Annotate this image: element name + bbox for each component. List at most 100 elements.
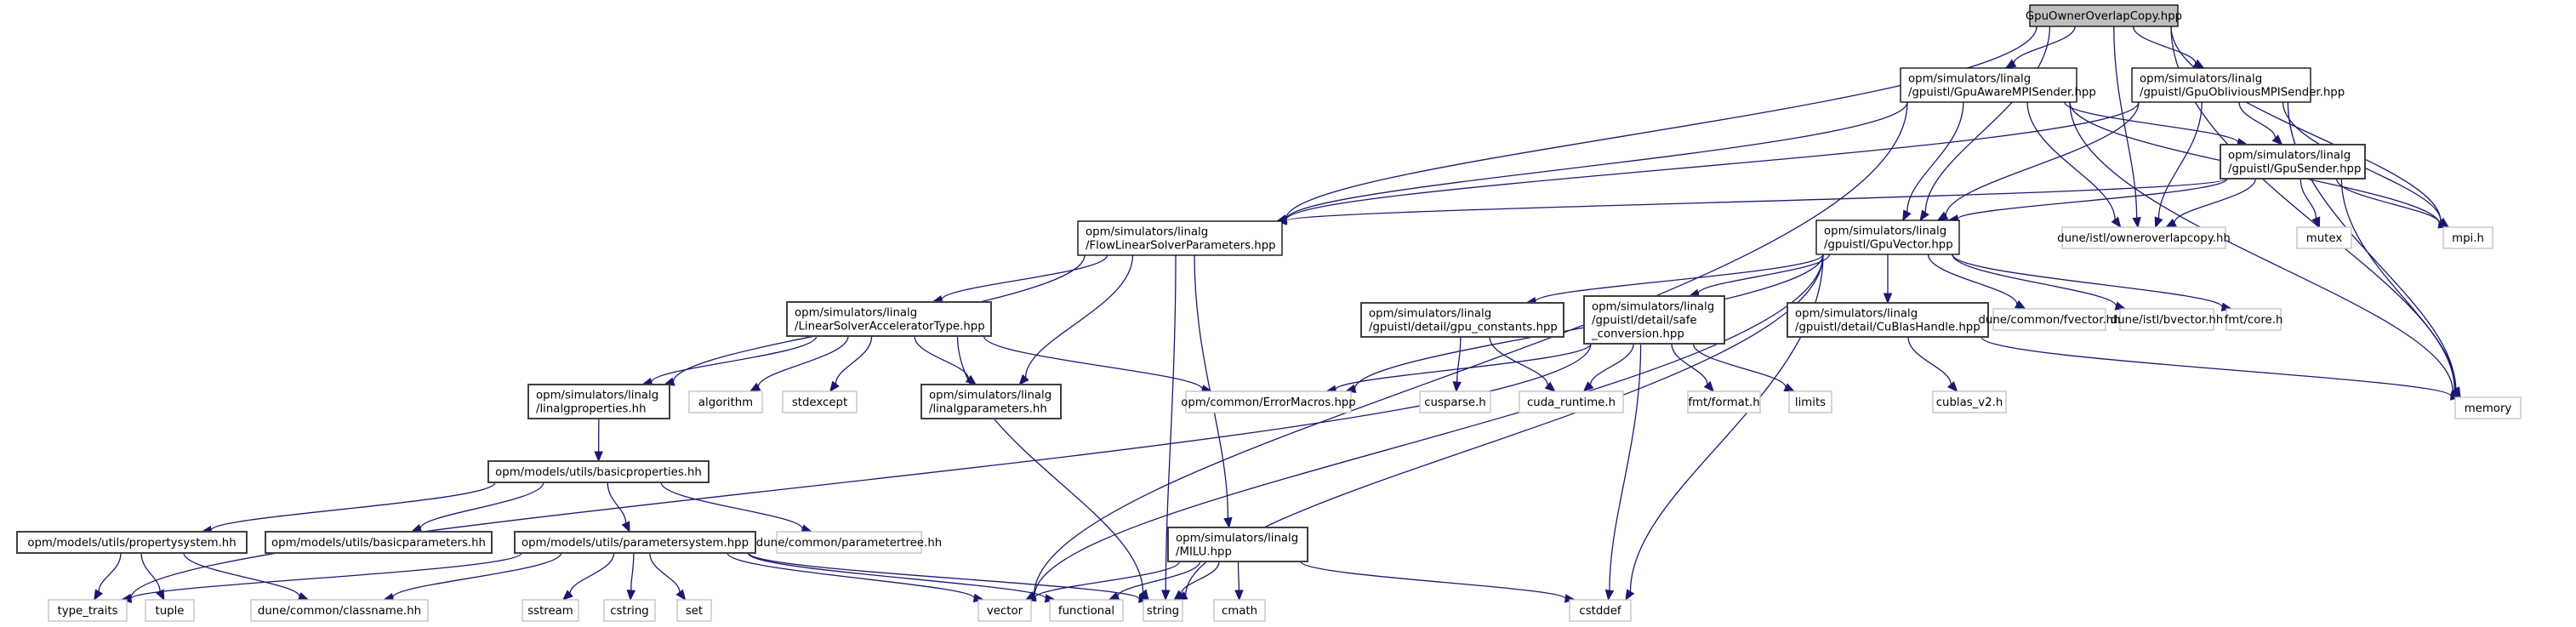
node-lsaccel[interactable]: opm/simulators/linalg/LinearSolverAccele… bbox=[786, 301, 992, 337]
node-oblivioussender[interactable]: opm/simulators/linalg/gpuistl/GpuOblivio… bbox=[2131, 67, 2345, 103]
node-box bbox=[2119, 308, 2214, 331]
node-box bbox=[977, 599, 1032, 622]
node-label: cstring bbox=[610, 605, 648, 618]
node-cudaruntime: cuda_runtime.h bbox=[1519, 390, 1624, 413]
edge-line bbox=[1980, 336, 2452, 397]
edge-line bbox=[2340, 178, 2457, 390]
node-label: /gpuistl/detail/safe bbox=[1592, 315, 1697, 328]
node-basicparams[interactable]: opm/models/utils/basicparameters.hh bbox=[265, 531, 493, 554]
node-awaresender[interactable]: opm/simulators/linalg/gpuistl/GpuAwareMP… bbox=[1900, 67, 2096, 103]
node-label: cublas_v2.h bbox=[1936, 396, 2003, 409]
node-paramtree: dune/common/parametertree.hh bbox=[756, 531, 942, 554]
node-label: dune/common/classname.hh bbox=[258, 605, 421, 618]
node-label: memory bbox=[2465, 402, 2512, 415]
edge-paramsystem-to-sstream bbox=[561, 552, 615, 601]
node-box bbox=[514, 531, 756, 554]
node-label: cusparse.h bbox=[1424, 396, 1485, 409]
edge-line bbox=[649, 552, 681, 593]
node-box bbox=[1419, 390, 1491, 413]
edge-line bbox=[1907, 336, 1952, 385]
arrowhead-icon bbox=[1161, 590, 1171, 601]
edge-line bbox=[1194, 254, 1229, 519]
node-label: sstream bbox=[527, 605, 573, 618]
edge-line bbox=[130, 552, 522, 600]
node-root[interactable]: GpuOwnerOverlapCopy.hpp bbox=[2026, 4, 2182, 27]
node-fvector: dune/common/fvector.hh bbox=[1978, 308, 2121, 331]
edge-line bbox=[1034, 254, 1824, 596]
node-flowlinear[interactable]: opm/simulators/linalg/FlowLinearSolverPa… bbox=[1077, 220, 1283, 256]
edge-milu-to-cstddef bbox=[1300, 561, 1576, 603]
node-propsystem[interactable]: opm/models/utils/propertysystem.hh bbox=[16, 531, 248, 554]
edge-line bbox=[630, 552, 635, 591]
node-box bbox=[1932, 390, 2007, 413]
edge-lsaccel-to-stdexcept bbox=[829, 335, 873, 393]
edge-line bbox=[1300, 561, 1566, 600]
node-limits: limits bbox=[1788, 390, 1832, 413]
node-milu[interactable]: opm/simulators/linalg/MILU.hpp bbox=[1167, 527, 1308, 562]
edge-line bbox=[835, 335, 873, 385]
node-gpuconst[interactable]: opm/simulators/linalg/gpuistl/detail/gpu… bbox=[1360, 302, 1564, 338]
edge-milu-to-functional bbox=[1108, 561, 1201, 601]
node-label: opm/models/utils/propertysystem.hh bbox=[27, 537, 236, 550]
arrowhead-icon bbox=[626, 590, 636, 601]
node-box bbox=[2442, 226, 2493, 249]
node-label: opm/simulators/linalg bbox=[1795, 308, 1918, 321]
node-label: algorithm bbox=[698, 396, 753, 409]
edge-line bbox=[1957, 178, 2228, 219]
edge-paramsystem-to-cstring bbox=[626, 552, 636, 601]
edge-line bbox=[392, 552, 562, 598]
arrowhead-icon bbox=[1544, 381, 1556, 392]
node-vector: vector bbox=[977, 599, 1032, 622]
arrowhead-icon bbox=[2111, 216, 2122, 229]
node-label: _conversion.hpp bbox=[1591, 328, 1684, 341]
node-box bbox=[786, 301, 992, 337]
node-label: opm/models/utils/basicproperties.hh bbox=[495, 466, 702, 479]
node-label: opm/simulators/linalg bbox=[929, 390, 1051, 402]
node-label: opm/simulators/linalg bbox=[1369, 308, 1491, 321]
node-linalgprops[interactable]: opm/simulators/linalg/linalgproperties.h… bbox=[527, 384, 670, 419]
edge-line bbox=[1335, 343, 1592, 390]
edge-safeconv-to-cudaruntime bbox=[1582, 343, 1634, 392]
node-label: fmt/format.h bbox=[1688, 396, 1759, 409]
arrowhead-icon bbox=[2014, 299, 2026, 310]
node-cstddef: cstddef bbox=[1569, 599, 1632, 622]
node-box bbox=[1583, 295, 1725, 345]
edge-awaresender-to-vector bbox=[1024, 101, 1908, 601]
node-classname: dune/common/classname.hh bbox=[250, 599, 429, 622]
node-box bbox=[16, 531, 248, 554]
edge-line bbox=[1180, 561, 1220, 595]
node-box bbox=[688, 390, 763, 413]
node-label: opm/models/utils/basicparameters.hh bbox=[271, 537, 486, 550]
arrowhead-icon bbox=[594, 451, 603, 463]
node-gpuvector[interactable]: opm/simulators/linalg/gpuistl/GpuVector.… bbox=[1815, 219, 1960, 255]
edge-line bbox=[1489, 336, 1548, 386]
arrowhead-icon bbox=[2154, 216, 2163, 229]
node-box bbox=[676, 599, 712, 622]
node-box bbox=[2061, 226, 2226, 249]
edge-safeconv-to-fmtformat bbox=[1671, 343, 1715, 392]
edge-line bbox=[1697, 254, 1831, 294]
edge-line bbox=[2157, 101, 2203, 219]
node-cublashandle[interactable]: opm/simulators/linalg/gpuistl/detail/CuB… bbox=[1787, 302, 1989, 338]
node-box bbox=[1519, 390, 1624, 413]
node-basicprops[interactable]: opm/models/utils/basicproperties.hh bbox=[487, 460, 710, 483]
node-box bbox=[1167, 527, 1308, 562]
node-label: mutex bbox=[2306, 232, 2343, 245]
node-linalgparams[interactable]: opm/simulators/linalg/linalgparameters.h… bbox=[920, 384, 1062, 419]
edge-oblivioussender-to-flowlinear bbox=[1275, 101, 2140, 225]
arrowhead-icon bbox=[1625, 589, 1635, 601]
node-label: /MILU.hpp bbox=[1176, 546, 1232, 559]
node-box bbox=[1143, 599, 1183, 622]
edge-awaresender-to-gpuvector bbox=[1902, 101, 1964, 222]
node-box bbox=[48, 599, 128, 622]
edge-oblivioussender-to-gpusender bbox=[2238, 101, 2283, 145]
node-safeconv[interactable]: opm/simulators/linalg/gpuistl/detail/saf… bbox=[1583, 295, 1725, 345]
node-box bbox=[1815, 219, 1960, 255]
node-stdexcept: stdexcept bbox=[782, 390, 858, 413]
arrowhead-icon bbox=[1234, 590, 1244, 601]
node-gpusender[interactable]: opm/simulators/linalg/gpuistl/GpuSender.… bbox=[2220, 144, 2366, 180]
edge-gpusender-to-mpih bbox=[2335, 178, 2450, 228]
edge-root-to-awaresender bbox=[2004, 26, 2076, 69]
node-paramsystem[interactable]: opm/models/utils/parametersystem.hpp bbox=[514, 531, 756, 554]
edge-line bbox=[1692, 343, 1787, 388]
